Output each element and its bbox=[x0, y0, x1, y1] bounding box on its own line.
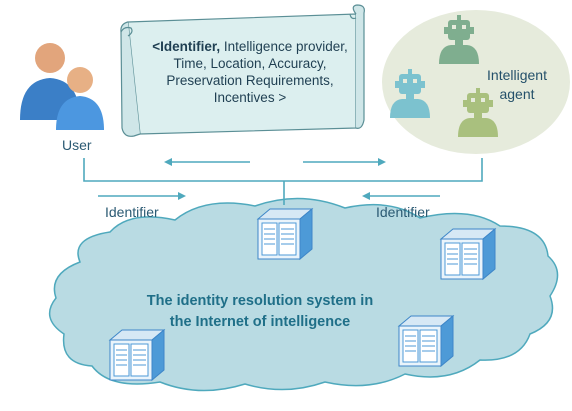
arrow-icon bbox=[362, 192, 440, 200]
agent-icon bbox=[458, 88, 498, 137]
agent-icon bbox=[390, 69, 430, 118]
identifier-left-label: Identifier bbox=[105, 204, 159, 220]
scroll-text: <Identifier, Intelligence provider, Time… bbox=[150, 38, 350, 106]
system-label-line1: The identity resolution system in bbox=[146, 293, 374, 309]
identifier-right-label: Identifier bbox=[376, 204, 430, 220]
user-icon bbox=[20, 43, 104, 130]
scroll-identifier: <Identifier, bbox=[152, 39, 221, 54]
scroll-icon bbox=[120, 4, 365, 137]
system-label-line2: the Internet of intelligence bbox=[169, 314, 351, 330]
server-icon bbox=[257, 208, 313, 260]
server-icon bbox=[109, 329, 165, 381]
connector-lines bbox=[83, 158, 483, 205]
user-label: User bbox=[62, 137, 92, 153]
arrow-icon bbox=[98, 192, 186, 200]
arrow-icon bbox=[303, 158, 386, 166]
arrow-icon bbox=[164, 158, 250, 166]
server-icon bbox=[440, 228, 496, 280]
agent-area bbox=[382, 10, 570, 154]
agent-label-line2: agent bbox=[499, 86, 535, 102]
agent-label-line1: Intelligent bbox=[487, 67, 547, 83]
agent-icon bbox=[439, 15, 479, 64]
scroll-rest: Intelligence provider, Time, Location, A… bbox=[166, 39, 348, 105]
system-label: The identity resolution system in the In… bbox=[110, 291, 410, 333]
agent-label: Intelligent agent bbox=[482, 66, 552, 104]
